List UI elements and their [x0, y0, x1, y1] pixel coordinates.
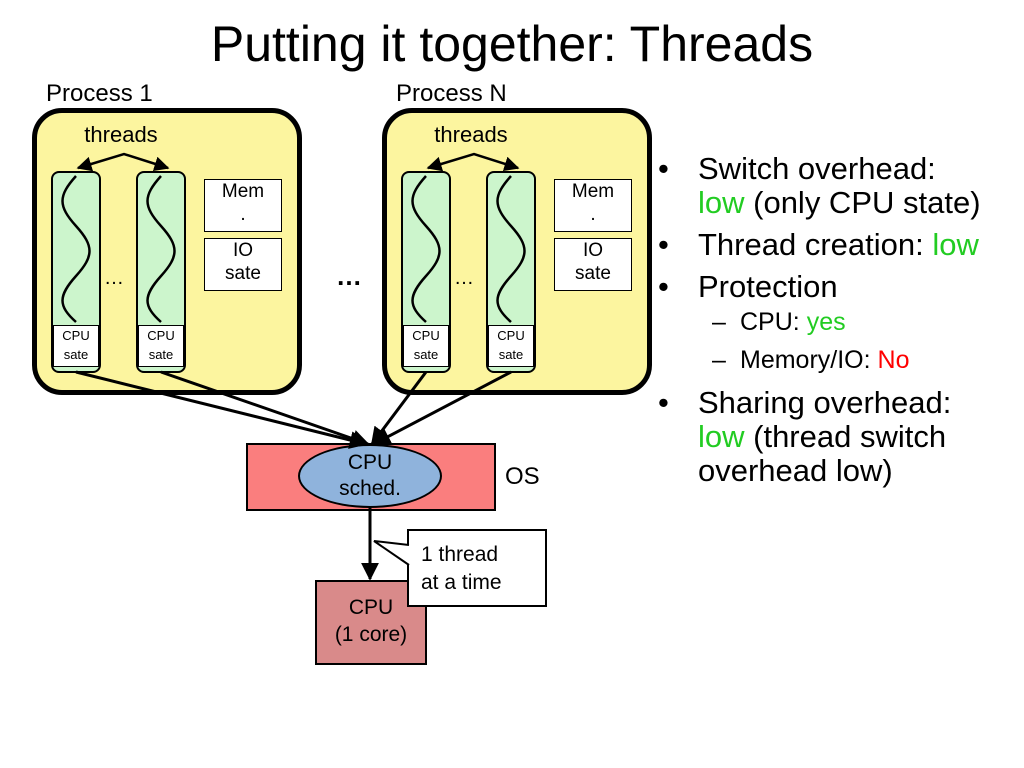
process-n-mem-state: Mem. [554, 179, 632, 232]
process-n-threads-label: threads [434, 122, 508, 147]
process-1-mem-state: Mem. [204, 179, 282, 232]
process-ellipsis: … [336, 261, 362, 291]
process-1-thread-ellipsis: … [104, 267, 124, 289]
bullet-marker: • [658, 385, 669, 420]
bullet-marker: • [658, 151, 669, 186]
callout-pointer [373, 540, 410, 566]
bullet-protection: •Protection [658, 269, 838, 304]
bullet-marker: • [658, 269, 669, 304]
sub-bullet-cpu: –CPU: yes [712, 308, 846, 336]
bullet-list: •Switch overhead:low (only CPU state) •T… [658, 152, 1024, 496]
slide-title: Putting it together: Threads [210, 16, 814, 72]
dash-marker: – [712, 308, 726, 336]
arrow-p1-t1-to-sched [75, 370, 368, 449]
dash-marker: – [712, 346, 726, 374]
process-n-thread-2-squiggle [496, 175, 526, 323]
sub-bullet-memory-io: –Memory/IO: No [712, 346, 910, 374]
arrow-pn-t1-to-sched [370, 371, 428, 446]
process-1-threads-label: threads [84, 122, 158, 147]
bullet-thread-creation: •Thread creation: low [658, 227, 979, 262]
process-1-threads-arrow [76, 152, 170, 172]
process-n-thread-ellipsis: … [454, 267, 474, 289]
process-n-threads-arrow [426, 152, 520, 172]
bullet-switch-overhead: •Switch overhead:low (only CPU state) [658, 151, 981, 220]
bullet-sharing-overhead: •Sharing overhead:low (thread switch ove… [658, 385, 952, 488]
bullet-marker: • [658, 227, 669, 262]
arrow-pn-t2-to-sched [372, 370, 512, 446]
process-1-label: Process 1 [46, 80, 153, 107]
os-label: OS [505, 463, 540, 490]
process-1-thread-2-squiggle [146, 175, 176, 323]
arrow-p1-t2-to-sched [160, 370, 370, 448]
process-1-thread-1-squiggle [61, 175, 91, 323]
process-n-label: Process N [396, 80, 507, 107]
process-n-thread-1-squiggle [411, 175, 441, 323]
